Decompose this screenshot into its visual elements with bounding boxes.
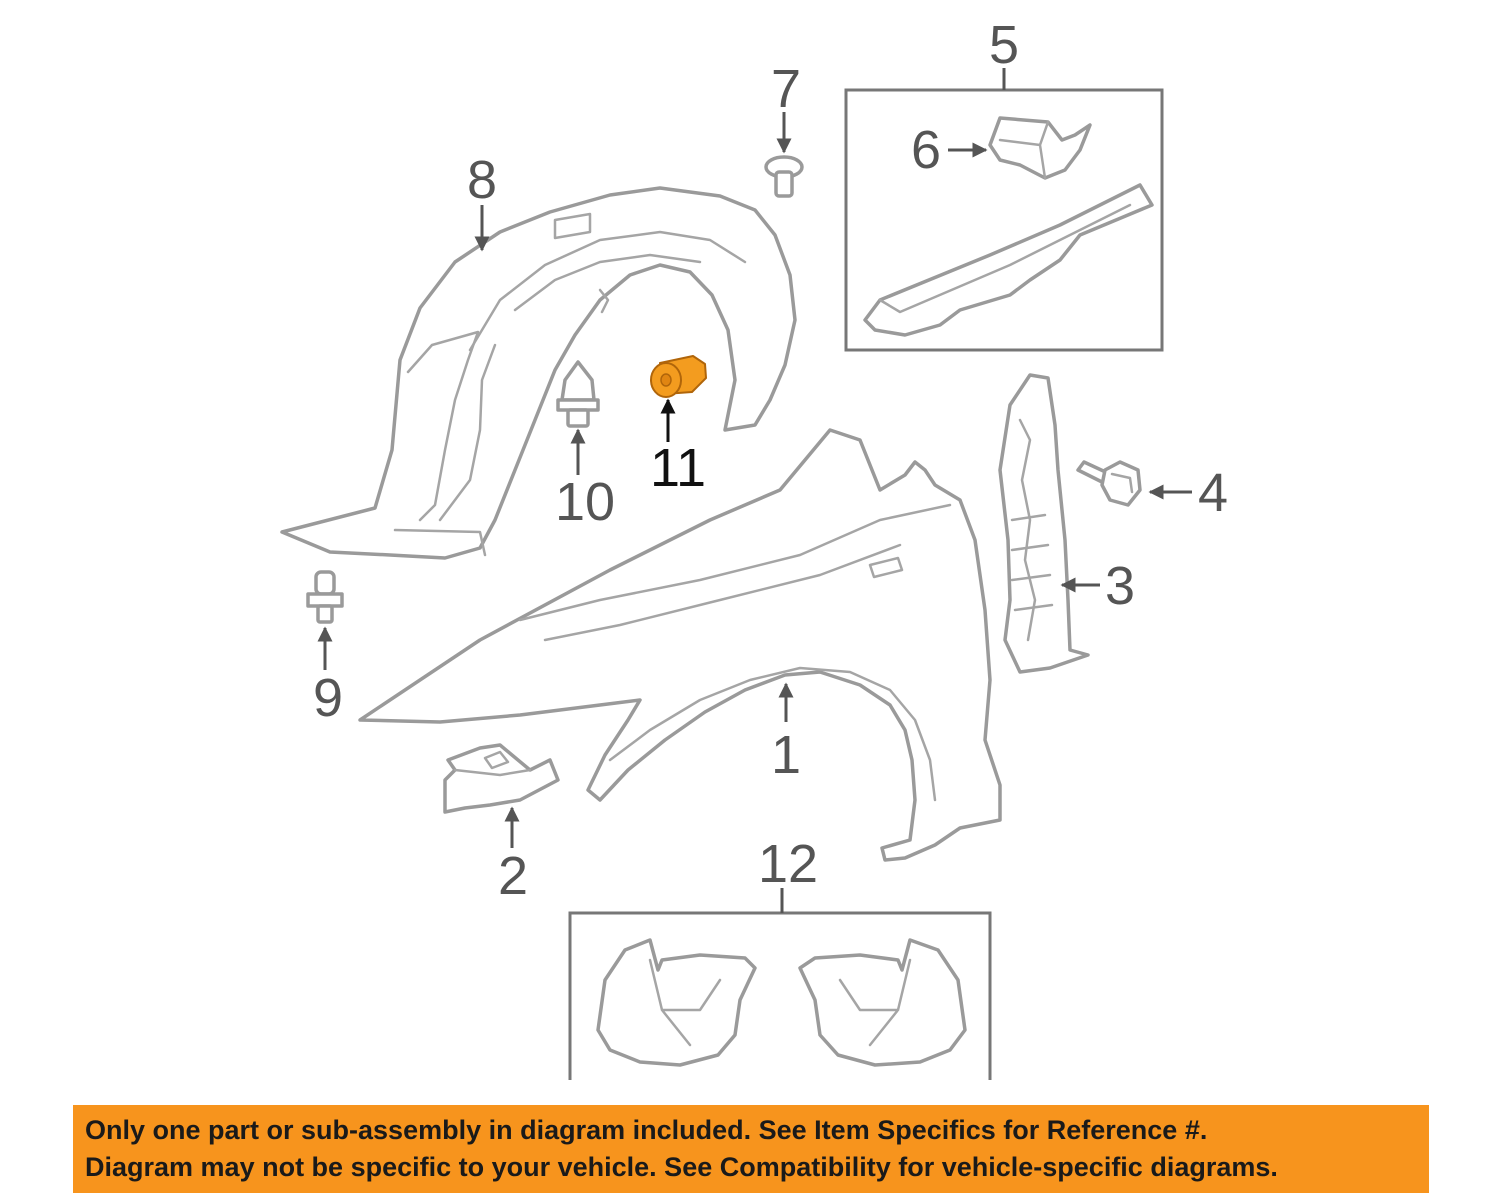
clip-part-9 (306, 570, 344, 624)
clip-part-7 (764, 155, 804, 198)
callout-4: 4 (1198, 463, 1228, 523)
disclaimer-banner: Only one part or sub-assembly in diagram… (73, 1105, 1429, 1193)
grommet-part-highlighted (650, 355, 707, 398)
mud-guards-box (568, 911, 992, 1080)
callout-2: 2 (498, 846, 528, 906)
support-part (863, 183, 1154, 337)
disclaimer-line-1: Only one part or sub-assembly in diagram… (85, 1115, 1208, 1145)
callout-3: 3 (1105, 556, 1135, 616)
mud-guard-right (798, 938, 967, 1067)
fender-part (358, 428, 1002, 862)
parts-diagram (280, 88, 1164, 1080)
callout-1: 1 (771, 725, 801, 785)
fender-liner-part (280, 186, 797, 560)
callout-12: 12 (758, 834, 818, 894)
callout-7: 7 (771, 59, 801, 119)
reinforcement-part (988, 116, 1092, 180)
clip-part-10 (556, 360, 600, 428)
callout-5: 5 (989, 15, 1019, 75)
callout-9: 9 (313, 668, 343, 728)
disclaimer-line-2: Diagram may not be specific to your vehi… (85, 1152, 1278, 1182)
fender-bracket-part (998, 373, 1090, 674)
callout-layer: 1 2 3 4 5 6 7 8 9 10 11 12 (313, 15, 1228, 913)
callout-10: 10 (555, 472, 615, 532)
callout-6: 6 (911, 120, 941, 180)
callout-11: 11 (650, 438, 706, 498)
mud-guard-left (596, 938, 757, 1067)
callout-8: 8 (467, 150, 497, 210)
bolt-part (1076, 460, 1142, 507)
bracket-part (443, 743, 560, 814)
